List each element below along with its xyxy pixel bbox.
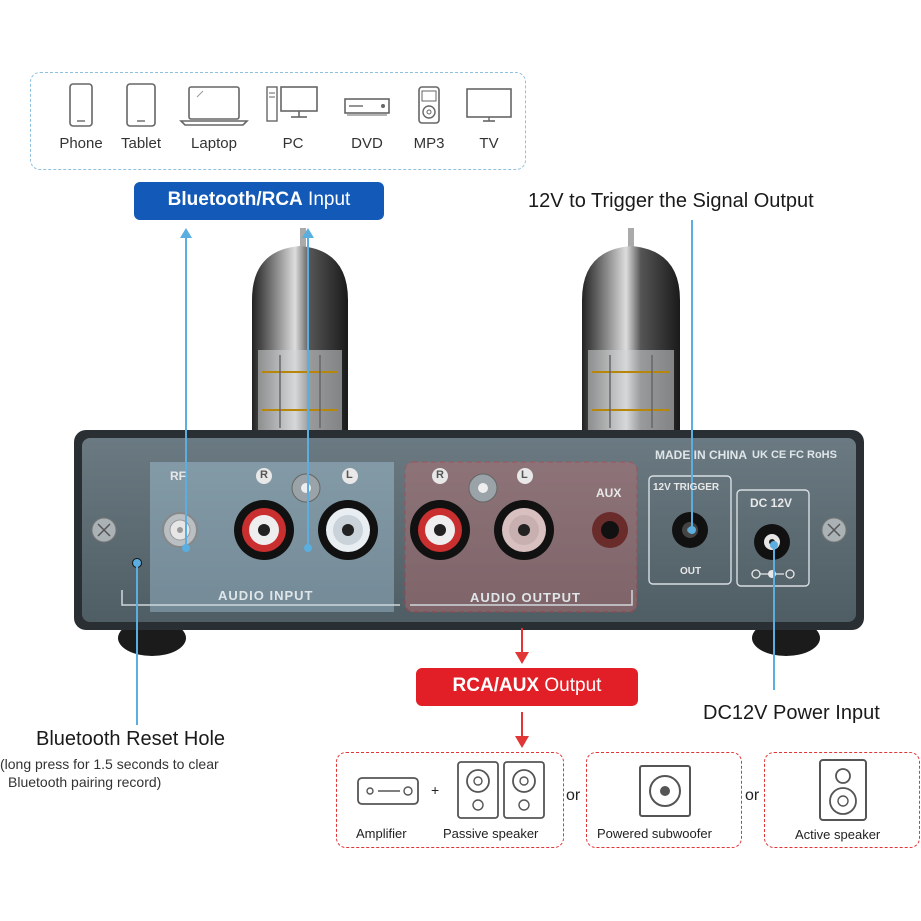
aux-output-jack[interactable] [592,512,628,548]
in-l-label: L [346,469,353,481]
device-tablet: Tablet [113,83,169,152]
aux-label: AUX [596,486,622,500]
passive-speaker-label: Passive speaker [443,826,539,841]
device-dvd: DVD [339,83,395,152]
amplifier-icon [357,777,419,805]
screw-icon [821,517,847,543]
rca-output-right-jack[interactable] [410,500,470,560]
certification-marks: UK CE FC RoHS [752,449,837,461]
output-pill-rest: Output [539,675,602,696]
laptop-icon [179,86,249,126]
bluetooth-rca-input-pill: Bluetooth/RCA Input [134,182,384,220]
amplifier-label: Amplifier [356,826,407,841]
power-caption: DC12V Power Input [703,702,880,724]
device-phone: Phone [53,83,109,152]
passive-speaker-icon [457,761,545,819]
mp3-icon [418,86,440,124]
device-label: Phone [59,135,103,152]
input-pill-bold: Bluetooth/RCA [167,189,303,210]
rca-aux-output-pill: RCA/AUX Output [416,668,638,706]
output-pill-bold: RCA/AUX [452,675,540,696]
in-r-label: R [260,469,268,481]
rca-output-left-jack[interactable] [494,500,554,560]
trigger-out-label: OUT [680,566,702,577]
device-pc: PC [263,83,323,152]
out-l-label: L [521,469,528,481]
source-devices-box: Phone Tablet Laptop PC DVD MP3 TV [30,72,526,170]
rf-label: RF [170,469,186,483]
rf-antenna-connector [162,512,198,548]
trigger-frame [648,475,732,585]
screw-icon [91,517,117,543]
device-label: Tablet [120,135,162,152]
made-in-label: MADE IN CHINA [655,448,747,462]
vacuum-tube-left [252,228,348,430]
device-mp3: MP3 [407,83,451,152]
audio-input-label: AUDIO INPUT [218,588,314,603]
subwoofer-icon [639,765,691,817]
device-laptop: Laptop [177,83,251,152]
or-2: or [745,787,760,804]
device-tv: TV [459,83,519,152]
subwoofer-box [586,752,742,848]
amplifier-passive-box [336,752,564,848]
active-speaker-icon [819,759,867,821]
active-speaker-label: Active speaker [795,827,881,842]
plus-sign: + [431,782,440,798]
device-label: DVD [351,135,383,152]
input-pill-rest: Input [302,189,351,210]
device-label: Laptop [191,135,237,152]
device-label: TV [479,135,499,152]
trigger-label: 12V TRIGGER [653,482,720,493]
rca-input-left-jack[interactable] [318,500,378,560]
out-r-label: R [436,469,444,481]
reset-note-line1: (long press for 1.5 seconds to clear [0,756,219,772]
tv-icon [466,88,512,122]
subwoofer-label: Powered subwoofer [597,826,712,841]
dvd-icon [344,98,390,116]
phone-icon [69,83,93,127]
rca-input-right-jack[interactable] [234,500,294,560]
vacuum-tube-right [582,228,680,430]
output-arrows [515,628,529,748]
reset-note-line2: Bluetooth pairing record) [8,774,162,790]
device-label: MP3 [413,135,445,152]
trigger-caption: 12V to Trigger the Signal Output [528,190,814,212]
or-1: or [566,787,581,804]
device-label: PC [282,135,304,152]
active-speaker-box [764,752,920,848]
reset-title: Bluetooth Reset Hole [36,728,226,750]
audio-output-label: AUDIO OUTPUT [470,590,581,605]
input-callout-lines [133,220,778,725]
dc-label: DC 12V [750,496,793,510]
pc-icon [266,86,318,122]
tablet-icon [126,83,156,127]
